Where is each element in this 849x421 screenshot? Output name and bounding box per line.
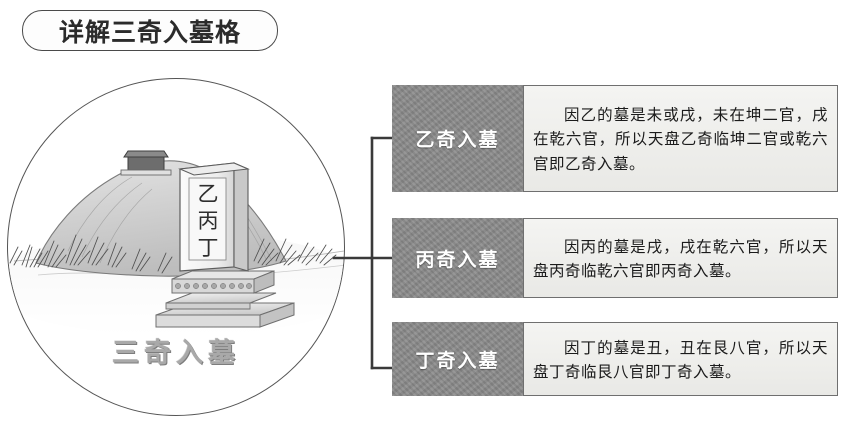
entry-description: 因丙的墓是戌，戌在乾六官，所以天盘丙奇临乾六官即丙奇入墓。 <box>533 237 828 280</box>
tombstone-stele-icon <box>178 162 250 272</box>
entry-label-box[interactable]: 丙奇入墓 <box>392 218 523 298</box>
entry-row[interactable]: 丙奇入墓 因丙的墓是戌，戌在乾六官，所以天盘丙奇临乾六官即丙奇入墓。 <box>392 218 838 298</box>
entry-description-panel: 因乙的墓是未或戌，未在坤二官，戌在乾六官，所以天盘乙奇临坤二官或乾六官即乙奇入墓… <box>523 85 838 192</box>
stele-char-1: 丙 <box>198 209 219 233</box>
entry-description: 因丁的墓是丑，丑在艮八官，所以天盘丁奇临艮八官即丁奇入墓。 <box>533 338 828 381</box>
entry-label-box[interactable]: 丁奇入墓 <box>392 322 523 396</box>
illustration-caption: 三奇入墓 <box>112 338 240 369</box>
stele-char-0: 乙 <box>198 182 219 206</box>
entry-description: 因乙的墓是未或戌，未在坤二官，戌在乾六官，所以天盘乙奇临坤二官或乾六官即乙奇入墓… <box>533 105 828 173</box>
entry-label: 丙奇入墓 <box>415 248 500 271</box>
entry-label-box[interactable]: 乙奇入墓 <box>392 85 523 192</box>
entry-label: 丁奇入墓 <box>415 349 500 372</box>
page-title-box: 详解三奇入墓格 <box>22 10 278 51</box>
entry-row[interactable]: 丁奇入墓 因丁的墓是丑，丑在艮八官，所以天盘丁奇临艮八官即丁奇入墓。 <box>392 322 838 396</box>
entry-description-panel: 因丙的墓是戌，戌在乾六官，所以天盘丙奇临乾六官即丙奇入墓。 <box>523 218 838 298</box>
mound-cap-icon <box>120 150 172 176</box>
entry-label: 乙奇入墓 <box>415 129 500 151</box>
entry-description-panel: 因丁的墓是丑，丑在艮八官，所以天盘丁奇临艮八官即丁奇入墓。 <box>523 322 838 396</box>
entry-row[interactable]: 乙奇入墓 因乙的墓是未或戌，未在坤二官，戌在乾六官，所以天盘乙奇临坤二官或乾六官… <box>392 85 838 192</box>
stele-char-2: 丁 <box>198 236 219 260</box>
page-title: 详解三奇入墓格 <box>58 17 241 47</box>
grass-tuft-icon <box>9 234 337 274</box>
grave-mound-with-stele-illustration: 乙 丙 丁 <box>8 150 344 336</box>
illustration-circle: 乙 丙 丁 三奇入墓 <box>7 78 345 416</box>
stele-inscription: 乙 丙 丁 <box>198 182 219 260</box>
stele-base-icon <box>155 270 295 328</box>
